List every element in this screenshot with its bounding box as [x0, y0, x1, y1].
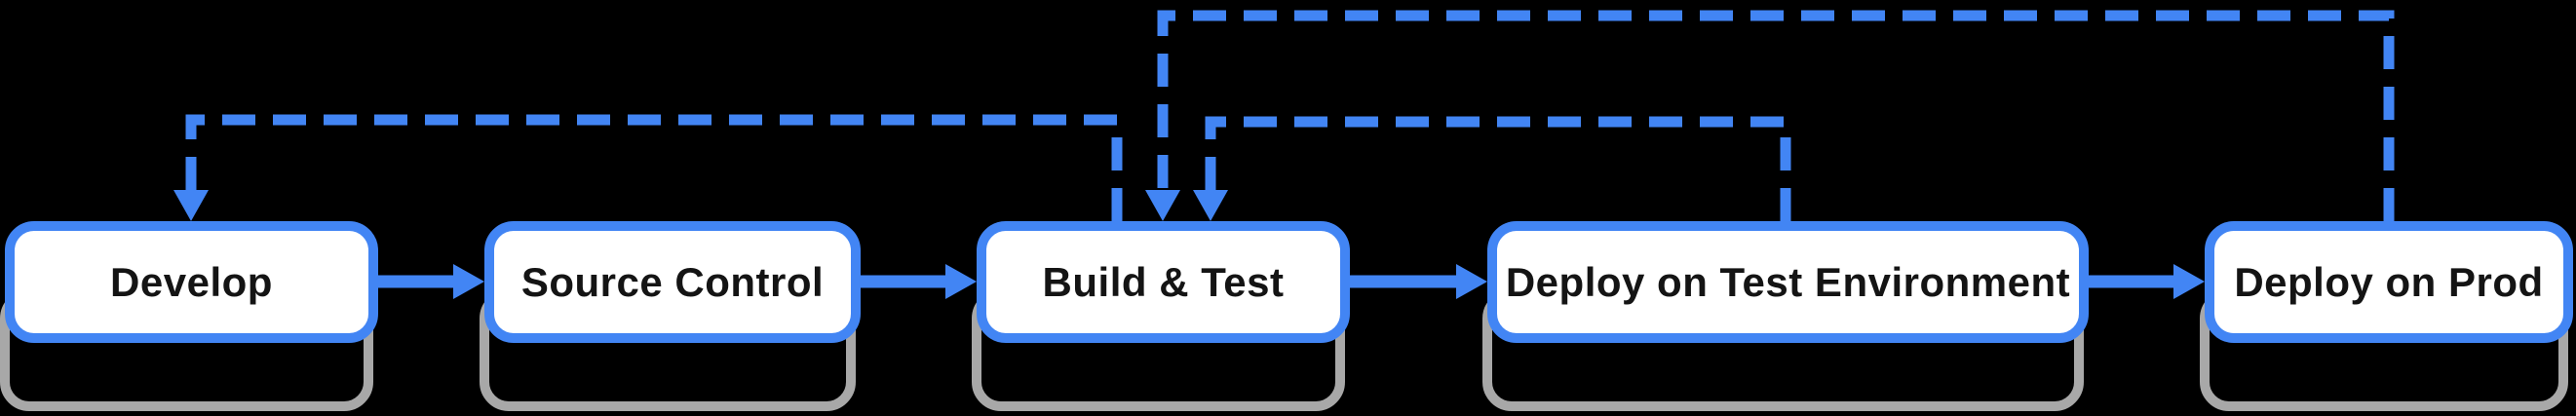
- arrowhead-icon: [2173, 264, 2205, 299]
- flow-arrow-source-control-to-build-and-test: [861, 264, 977, 299]
- flow-arrow-deploy-on-test-environment-to-deploy-on-prod: [2089, 264, 2205, 299]
- arrowhead-icon: [173, 190, 209, 221]
- arrowhead-icon: [453, 264, 484, 299]
- flow-arrow-develop-to-source-control: [378, 264, 484, 299]
- arrowhead-icon: [1193, 190, 1228, 221]
- flow-arrow-build-and-test-to-deploy-on-test-environment: [1350, 264, 1487, 299]
- feedback-arrow-build-and-test-to-develop: [173, 114, 1123, 221]
- arrowhead-icon: [1145, 190, 1180, 221]
- feedback-arrow-deploy-on-prod-to-build-and-test: [1145, 10, 2395, 221]
- arrowhead-icon: [945, 264, 977, 299]
- arrowhead-icon: [1456, 264, 1487, 299]
- feedback-arrow-deploy-on-test-environment-to-build-and-test: [1193, 116, 1791, 221]
